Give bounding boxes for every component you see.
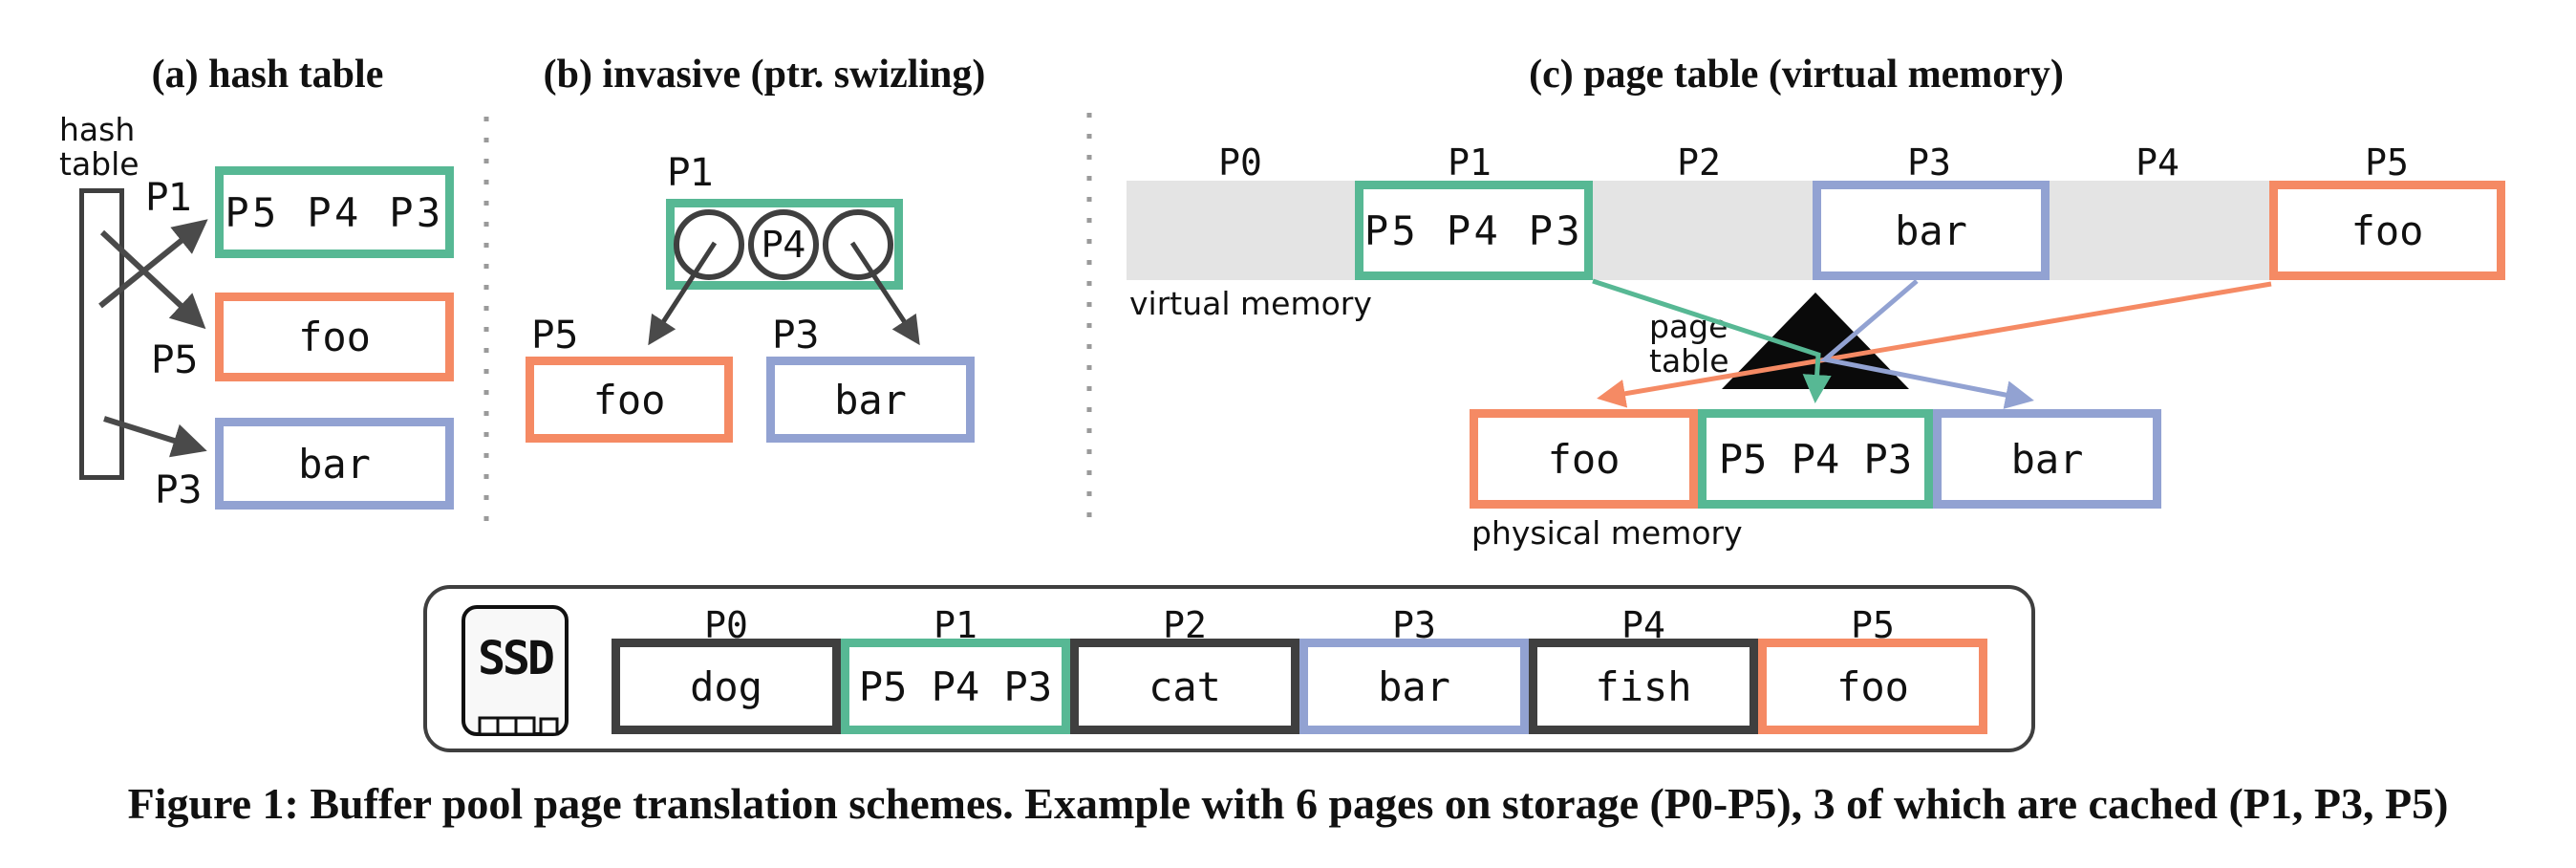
vm-cell-p3-content: bar bbox=[1895, 206, 1967, 254]
panel-a-page-p3-frame: bar bbox=[215, 418, 454, 510]
ssd-cell-p2: cat bbox=[1070, 639, 1299, 734]
panel-b-p1-label: P1 bbox=[667, 151, 715, 195]
pointer-slot-icon bbox=[823, 209, 893, 280]
physical-memory-label: physical memory bbox=[1471, 514, 1743, 552]
pointer-slot-icon: P4 bbox=[748, 209, 819, 280]
pm-cell-p5p4p3: P5 P4 P3 bbox=[1698, 409, 1933, 509]
panel-a-p1-label: P1 bbox=[145, 176, 193, 220]
ssd-cell-p2-content: cat bbox=[1148, 662, 1221, 710]
ssd-cell-p3-content: bar bbox=[1378, 662, 1450, 710]
vm-cell-p1: P5 P4 P3 bbox=[1355, 181, 1593, 280]
vm-cell-p1-content: P5 P4 P3 bbox=[1363, 206, 1584, 254]
vm-slot-label-p5: P5 bbox=[2365, 141, 2409, 184]
ssd-cell-p4-content: fish bbox=[1595, 662, 1692, 710]
ssd-cell-p1: P5 P4 P3 bbox=[841, 639, 1070, 734]
ssd-cell-p3: bar bbox=[1299, 639, 1529, 734]
page-table-label-line2: table bbox=[1649, 342, 1729, 380]
hash-table-label-line2: table bbox=[59, 145, 140, 183]
vm-slot-label-p1: P1 bbox=[1448, 141, 1492, 184]
pm-cell-bar: bar bbox=[1933, 409, 2161, 509]
panel-a-page-p5-content: foo bbox=[298, 314, 371, 360]
panel-c-title: (c) page table (virtual memory) bbox=[1529, 53, 2064, 97]
ssd-cell-p5-content: foo bbox=[1836, 662, 1909, 710]
ssd-cell-p4: fish bbox=[1529, 639, 1758, 734]
panel-b-page-p3-frame: bar bbox=[766, 357, 975, 443]
pointer-slot-icon bbox=[674, 209, 744, 280]
figure-caption: Figure 1: Buffer pool page translation s… bbox=[127, 779, 2449, 828]
ssd-cell-p1-content: P5 P4 P3 bbox=[858, 662, 1053, 710]
page-table-label: page table bbox=[1649, 310, 1729, 379]
page-table-label-line1: page bbox=[1649, 308, 1728, 345]
pm-cell-p5p4p3-content: P5 P4 P3 bbox=[1718, 435, 1913, 483]
panel-b-page-p5-frame: foo bbox=[526, 357, 733, 443]
panel-b-title: (b) invasive (ptr. swizling) bbox=[543, 53, 986, 97]
panel-b-page-p5-content: foo bbox=[592, 376, 666, 423]
pm-cell-bar-content: bar bbox=[2010, 435, 2084, 483]
vm-slot-label-p2: P2 bbox=[1677, 141, 1721, 184]
ssd-icon: SSD bbox=[462, 605, 569, 736]
ssd-cell-p0: dog bbox=[612, 639, 841, 734]
panel-b-p3-label: P3 bbox=[772, 314, 820, 358]
ssd-cell-p0-content: dog bbox=[690, 662, 762, 710]
vm-slot-label-p3: P3 bbox=[1907, 141, 1951, 184]
vm-cell-p3: bar bbox=[1813, 181, 2050, 280]
panel-a-page-p1-frame: P5 P4 P3 bbox=[215, 166, 454, 258]
hash-table-rect bbox=[79, 188, 124, 480]
panel-b-slot-content: P4 bbox=[761, 224, 806, 266]
panel-b-p5-label: P5 bbox=[531, 314, 579, 358]
panel-b-page-p3-content: bar bbox=[834, 376, 907, 423]
page-table-triangle-icon bbox=[1722, 293, 1909, 389]
panel-a-p3-label: P3 bbox=[155, 468, 203, 512]
panel-a-page-p3-content: bar bbox=[298, 440, 371, 488]
hash-table-label: hash table bbox=[59, 113, 140, 182]
vm-cell-p5: foo bbox=[2269, 181, 2505, 280]
vm-slot-label-p4: P4 bbox=[2136, 141, 2179, 184]
panel-a-page-p1-content: P5 P4 P3 bbox=[225, 188, 444, 236]
hash-table-label-line1: hash bbox=[59, 111, 136, 148]
panel-a-page-p5-frame: foo bbox=[215, 293, 454, 381]
pm-cell-foo: foo bbox=[1470, 409, 1698, 509]
vm-cell-p5-content: foo bbox=[2351, 206, 2424, 254]
vm-slot-label-p0: P0 bbox=[1218, 141, 1262, 184]
ssd-cell-p5: foo bbox=[1758, 639, 1987, 734]
ssd-icon-label: SSD bbox=[478, 631, 555, 685]
virtual-memory-label: virtual memory bbox=[1129, 285, 1372, 322]
panel-a-title: (a) hash table bbox=[151, 53, 384, 97]
panel-a-p5-label: P5 bbox=[151, 338, 199, 382]
pm-cell-foo-content: foo bbox=[1547, 435, 1621, 483]
translation-arrow-p3-to-bar bbox=[1819, 279, 2034, 409]
